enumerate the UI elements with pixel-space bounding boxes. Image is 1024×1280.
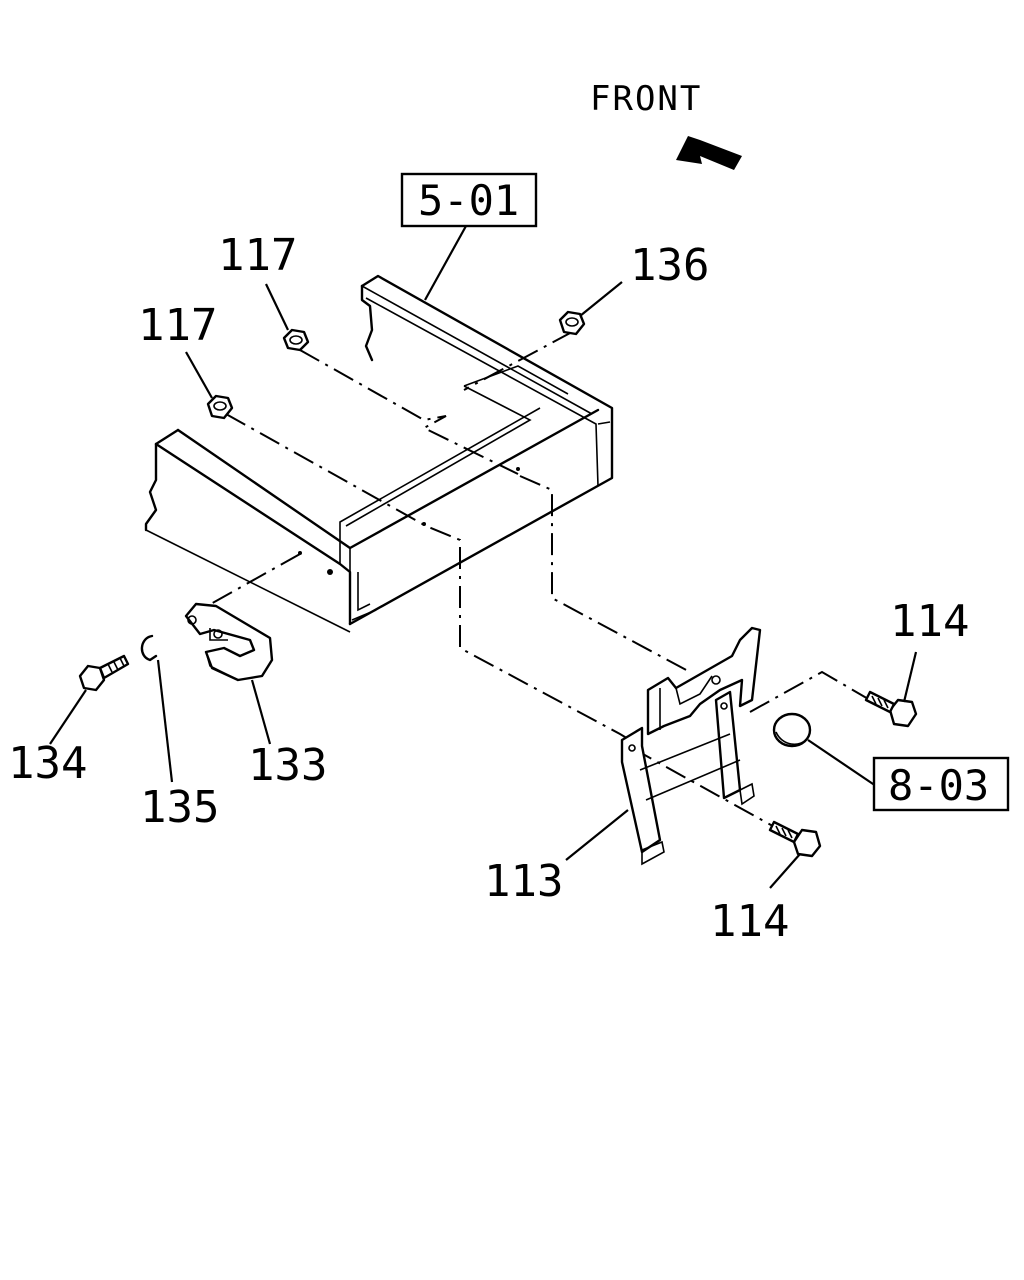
leader-113	[565, 809, 629, 861]
front-label: FRONT	[590, 79, 702, 119]
callout-133: 133	[248, 740, 327, 791]
leader-114-lower	[769, 853, 801, 889]
callout-117-upper: 117	[218, 230, 297, 281]
leader-117-upper	[265, 283, 289, 331]
callout-134: 134	[8, 738, 87, 789]
callout-117-lower: 117	[138, 300, 217, 351]
bolt-lower-right[interactable]	[768, 820, 822, 858]
bolt-upper-right[interactable]	[864, 690, 918, 728]
leader-134	[49, 689, 87, 745]
clip[interactable]	[140, 634, 158, 662]
leader-136	[579, 281, 623, 317]
callout-136: 136	[630, 240, 709, 291]
reference-box-cap[interactable]: 8-03	[872, 756, 1010, 812]
reference-box-frame[interactable]: 5-01	[400, 172, 538, 228]
bolt-hook[interactable]	[78, 654, 130, 692]
assembly-lines	[199, 331, 871, 831]
front-arrow-icon	[676, 136, 742, 170]
leader-135	[156, 659, 174, 783]
callout-135: 135	[140, 782, 219, 833]
frame-rail	[144, 274, 614, 633]
reference-cap-label: 8-03	[888, 761, 989, 810]
leader-cap	[807, 739, 877, 787]
nut-right[interactable]	[558, 310, 586, 336]
leader-117-lower	[185, 351, 213, 399]
cap[interactable]	[772, 712, 812, 748]
nut-lower[interactable]	[206, 394, 234, 420]
callout-114-lower: 114	[710, 896, 789, 947]
callout-113: 113	[484, 856, 563, 907]
reference-frame-label: 5-01	[418, 176, 519, 225]
callout-114-upper: 114	[890, 596, 969, 647]
leader-114-upper	[902, 651, 918, 703]
leader-133	[250, 679, 272, 745]
tow-hook[interactable]	[184, 602, 274, 682]
nut-upper[interactable]	[282, 328, 310, 352]
bracket[interactable]	[620, 626, 762, 866]
leader-frame	[424, 225, 467, 301]
